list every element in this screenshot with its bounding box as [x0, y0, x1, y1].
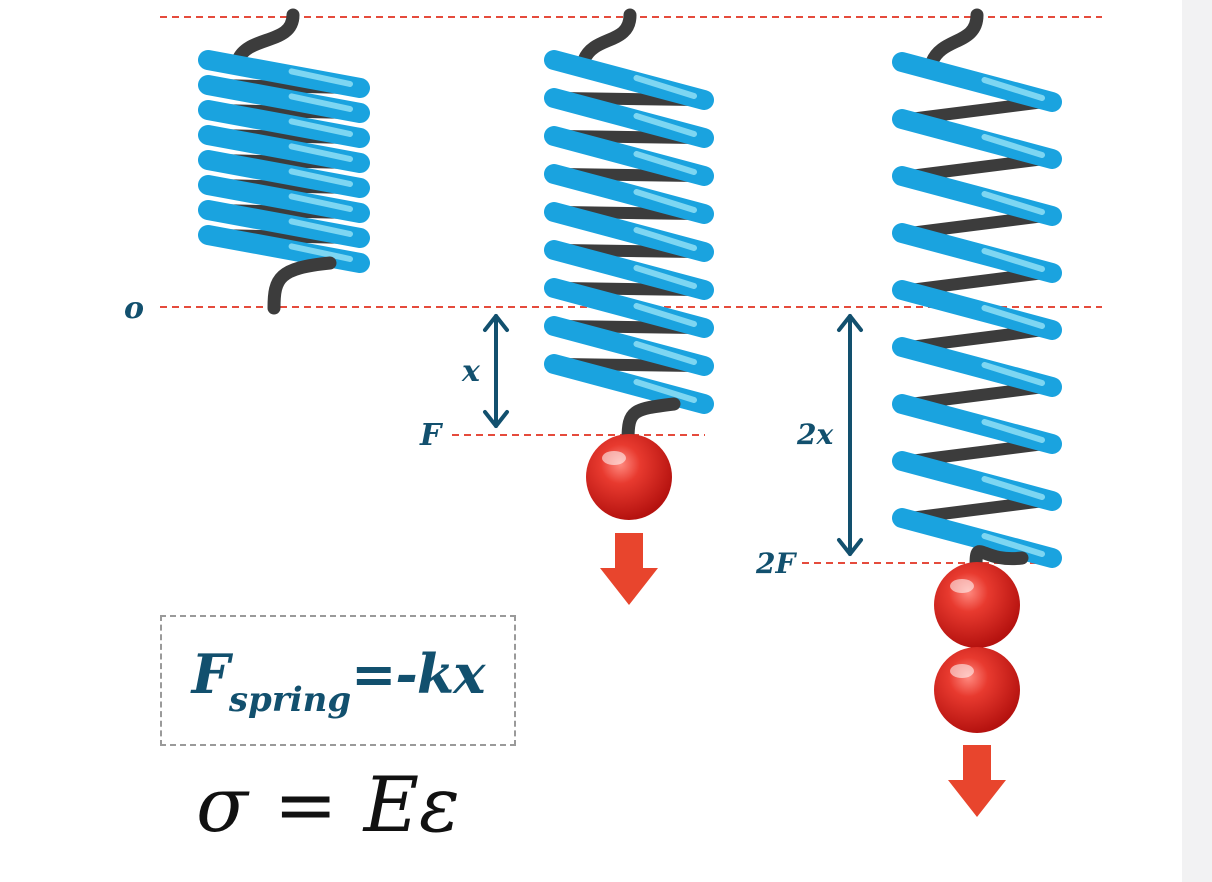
- stress-strain-equation: σ = Eε: [196, 760, 460, 850]
- hookes-law-formula-box: Fspring=-kx: [160, 615, 516, 746]
- scrollbar-track: [1182, 0, 1212, 882]
- spring-hook-top: [925, 8, 984, 69]
- spring-coil-highlight: [633, 227, 697, 251]
- spring-coil-highlight: [981, 305, 1045, 329]
- spring-hook-bottom: [267, 256, 337, 315]
- 2f-label: 2F: [755, 547, 797, 580]
- spring-back-wire: [904, 96, 1050, 125]
- spring-hook-top: [577, 8, 637, 67]
- spring-coil-highlight: [288, 243, 353, 262]
- spring-coil-highlight: [288, 68, 353, 87]
- spring-back-wire: [904, 210, 1050, 239]
- formula-force: F: [191, 641, 230, 706]
- spring-two-masses: [892, 8, 1062, 573]
- spring-coil-highlight: [981, 134, 1045, 158]
- spring-coil-highlight: [288, 168, 353, 187]
- spring-coil-highlight: [633, 341, 697, 365]
- spring-coil-highlight: [288, 143, 353, 162]
- stress-symbol: σ: [196, 760, 248, 849]
- spring-back-wire: [904, 495, 1050, 524]
- spring-coil-highlight: [288, 118, 353, 137]
- equals-sign: =: [273, 760, 338, 849]
- formula-subscript: spring: [228, 679, 352, 720]
- spring-back-wire: [904, 381, 1050, 410]
- mass-ball: [934, 647, 1020, 733]
- hookes-law-formula: Fspring=-kx: [191, 641, 486, 720]
- spring-coil-highlight: [981, 476, 1045, 500]
- origin-label: o: [124, 291, 144, 326]
- spring-coil-highlight: [633, 151, 697, 175]
- displacement-x-arrow: [483, 314, 509, 428]
- displacement-2x-arrow: [837, 314, 863, 556]
- spring-coil-highlight: [981, 77, 1045, 101]
- spring-unloaded: [198, 8, 370, 315]
- spring-coil-highlight: [981, 419, 1045, 443]
- mass-ball-shine: [950, 664, 974, 678]
- spring-coil-highlight: [981, 191, 1045, 215]
- spring-coil-highlight: [633, 75, 697, 99]
- f-label: F: [419, 418, 444, 453]
- spring-coil-highlight: [288, 193, 353, 212]
- mass-ball-shine: [950, 579, 974, 593]
- spring-coil-highlight: [633, 303, 697, 327]
- spring-coil-highlight: [981, 362, 1045, 386]
- spring-back-wire: [904, 267, 1050, 296]
- spring-coil-highlight: [981, 533, 1045, 557]
- spring-hook-top: [231, 8, 300, 67]
- force-arrow-icon: [600, 533, 658, 605]
- spring-hook-bottom: [621, 397, 681, 447]
- spring-coil-highlight: [288, 93, 353, 112]
- spring-back-wire: [904, 153, 1050, 182]
- spring-coil-highlight: [633, 265, 697, 289]
- spring-coil-highlight: [633, 379, 697, 403]
- mass-ball: [934, 562, 1020, 648]
- spring-coil-highlight: [633, 113, 697, 137]
- spring-coil-highlight: [981, 248, 1045, 272]
- 2x-label: 2x: [796, 418, 833, 451]
- modulus-strain: Eε: [363, 760, 460, 849]
- mass-ball-shine: [602, 451, 626, 465]
- spring-one-mass: [544, 8, 714, 447]
- spring-coil-highlight: [633, 189, 697, 213]
- spring-back-wire: [904, 438, 1050, 467]
- spring-hook-bottom: [969, 545, 1029, 573]
- spring-coil-highlight: [288, 218, 353, 237]
- x-label: x: [461, 354, 481, 389]
- formula-rest: =-kx: [351, 641, 485, 706]
- spring-back-wire: [904, 324, 1050, 353]
- mass-ball: [586, 434, 672, 520]
- force-arrow-icon: [948, 745, 1006, 817]
- hookes-law-diagram: o x F 2x 2F: [124, 8, 1102, 817]
